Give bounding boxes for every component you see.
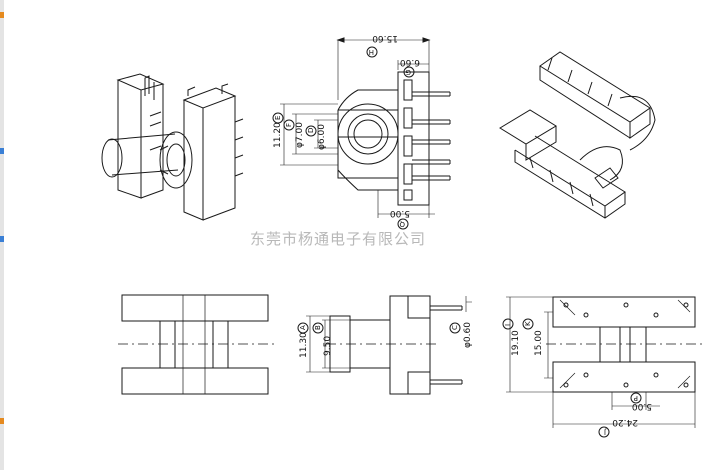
dim-pin-diameter: φ0.60 — [463, 322, 473, 348]
dim-height-outer: 11.20 — [273, 122, 283, 148]
marker-d: D — [307, 128, 315, 133]
marker-a: A — [299, 325, 307, 330]
marker-k: K — [524, 321, 532, 326]
isometric-view-right — [499, 51, 656, 219]
marker-b: B — [314, 325, 322, 330]
dim-diameter-inner: φ6.00 — [317, 124, 327, 150]
bottom-view — [506, 296, 702, 428]
marker-e: E — [274, 116, 282, 120]
dim-pin-pitch: 5.00 — [390, 208, 410, 218]
dim-total-width: 24.20 — [612, 417, 638, 427]
watermark-text: 东莞市杨通电子有限公司 — [250, 230, 426, 248]
dim-overall-width: 15.60 — [372, 33, 398, 43]
marker-j: J — [604, 428, 607, 436]
dim-inner-height: 15.00 — [534, 330, 544, 356]
marker-h: H — [369, 48, 374, 56]
dim-flange-height: 11.30 — [299, 332, 309, 358]
marker-g: G — [406, 68, 411, 76]
dim-diameter-outer: φ7.00 — [295, 122, 305, 148]
dim-pin-offset: 6.60 — [400, 57, 420, 67]
side-view — [306, 295, 472, 395]
marker-p: P — [634, 394, 638, 402]
dim-core-height: 9.50 — [323, 336, 333, 356]
dim-bottom-pin-pitch: 5.00 — [632, 401, 652, 411]
front-view — [280, 37, 451, 218]
dim-total-height: 19.10 — [511, 330, 521, 356]
marker-q: Q — [399, 220, 405, 228]
isometric-view-left — [101, 73, 244, 221]
window-left-edge — [0, 0, 4, 470]
marker-i: I — [504, 324, 512, 326]
top-view — [118, 294, 275, 395]
marker-f: F — [285, 123, 293, 127]
reference-markers — [272, 46, 642, 438]
marker-c: C — [451, 325, 459, 330]
